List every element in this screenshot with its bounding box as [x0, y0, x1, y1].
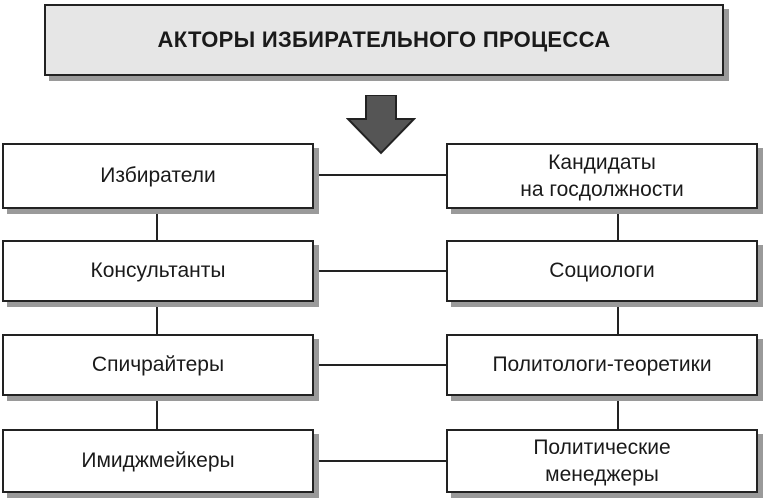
- right-box-political-managers: Политические менеджеры: [446, 429, 758, 493]
- row-2-connector: [314, 270, 446, 272]
- right-box-political-managers-line-2: менеджеры: [545, 463, 659, 486]
- left-box-image-makers-label: Имиджмейкеры: [81, 449, 235, 473]
- left-vertical-connector: [156, 209, 158, 431]
- right-box-political-theorists-label: Политологи-теоретики: [492, 353, 712, 377]
- right-box-sociologists-label: Социологи: [549, 259, 655, 283]
- left-box-voters: Избиратели: [2, 143, 314, 209]
- left-box-speechwriters: Спичрайтеры: [2, 334, 314, 396]
- right-box-sociologists: Социологи: [446, 240, 758, 302]
- right-box-candidates: Кандидаты на госдолжности: [446, 143, 758, 209]
- row-1-connector: [314, 174, 446, 176]
- down-arrow-icon: [346, 95, 416, 155]
- left-box-consultants-label: Консультанты: [90, 259, 226, 283]
- left-box-image-makers: Имиджмейкеры: [2, 429, 314, 493]
- right-box-political-theorists: Политологи-теоретики: [446, 334, 758, 396]
- diagram-title: АКТОРЫ ИЗБИРАТЕЛЬНОГО ПРОЦЕССА: [44, 4, 724, 76]
- row-4-connector: [314, 460, 446, 462]
- diagram-title-text: АКТОРЫ ИЗБИРАТЕЛЬНОГО ПРОЦЕССА: [157, 26, 611, 52]
- row-3-connector: [314, 364, 446, 366]
- left-box-voters-label: Избиратели: [100, 164, 216, 188]
- right-vertical-connector: [617, 209, 619, 431]
- left-box-speechwriters-label: Спичрайтеры: [91, 353, 225, 377]
- right-box-candidates-line-2: на госдолжности: [520, 178, 684, 201]
- right-box-candidates-line-1: Кандидаты: [548, 150, 656, 174]
- left-box-consultants: Консультанты: [2, 240, 314, 302]
- right-box-political-managers-line-1: Политические: [533, 435, 671, 459]
